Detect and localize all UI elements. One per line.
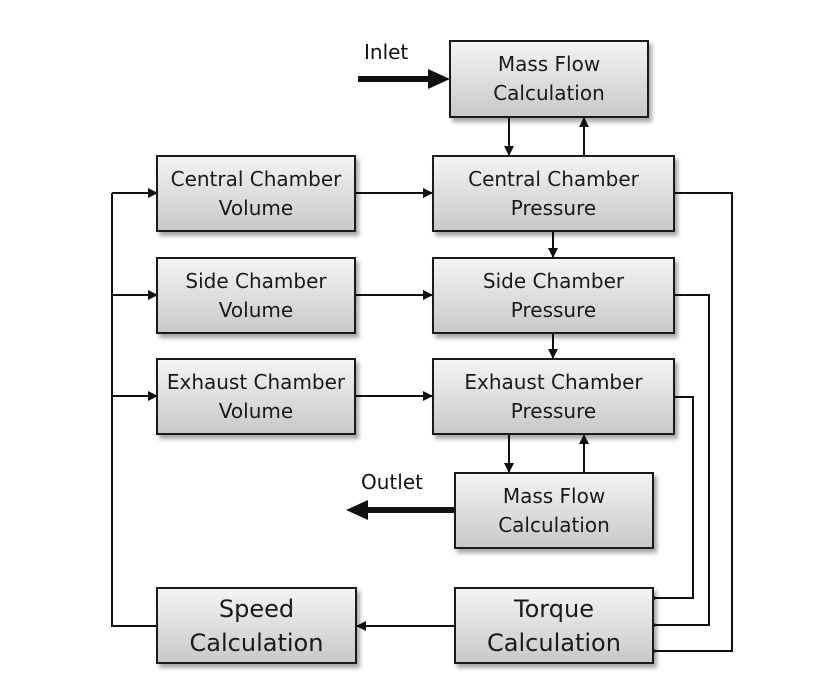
block-label-line2: Volume — [218, 398, 294, 423]
speed-calculation-block: Speed Calculation — [156, 587, 357, 664]
block-label-line2: Pressure — [510, 195, 597, 220]
central-chamber-volume-block: Central Chamber Volume — [156, 155, 356, 232]
exhaust-chamber-volume-block: Exhaust Chamber Volume — [156, 358, 356, 435]
torque-calculation-block: Torque Calculation — [454, 587, 654, 664]
connector-speed-feedback-trunk — [111, 193, 156, 627]
block-label-line2: Pressure — [510, 398, 597, 423]
block-label-line1: Mass Flow — [497, 52, 601, 76]
block-label-line1: Central Chamber — [468, 166, 639, 191]
exhaust-chamber-pressure-block: Exhaust Chamber Pressure — [432, 358, 675, 435]
block-label-line1: Torque — [514, 594, 594, 623]
inlet-arrowhead — [428, 69, 450, 89]
block-label-line2: Volume — [218, 297, 294, 322]
block-label-line2: Calculation — [189, 628, 324, 657]
block-label-line2: Calculation — [493, 81, 605, 105]
outlet-label: Outlet — [361, 470, 423, 494]
block-label-line1: Central Chamber — [170, 166, 342, 191]
block-label-line1: Side Chamber — [482, 268, 625, 293]
block-label-line2: Calculation — [498, 512, 610, 537]
block-label-line1: Side Chamber — [185, 268, 327, 293]
outlet-arrowhead — [346, 500, 368, 520]
mass-flow-inlet-block: Mass Flow Calculation — [449, 40, 649, 118]
block-label-line2: Calculation — [487, 628, 621, 657]
connector-central-pressure-to-torque — [656, 192, 733, 651]
central-chamber-pressure-block: Central Chamber Pressure — [432, 155, 675, 232]
mass-flow-outlet-block: Mass Flow Calculation — [454, 472, 654, 549]
block-label-line1: Exhaust Chamber — [464, 369, 643, 394]
inlet-label: Inlet — [364, 40, 409, 64]
connector-exhaust-pressure-to-torque — [656, 396, 694, 598]
block-label-line2: Volume — [218, 195, 294, 220]
side-chamber-volume-block: Side Chamber Volume — [156, 257, 356, 334]
connector-side-pressure-to-torque — [656, 294, 710, 625]
block-label-line1: Mass Flow — [502, 483, 606, 508]
block-label-line1: Exhaust Chamber — [166, 369, 346, 394]
block-label-line1: Speed — [218, 594, 295, 623]
side-chamber-pressure-block: Side Chamber Pressure — [432, 257, 675, 334]
block-label-line2: Pressure — [510, 297, 597, 322]
